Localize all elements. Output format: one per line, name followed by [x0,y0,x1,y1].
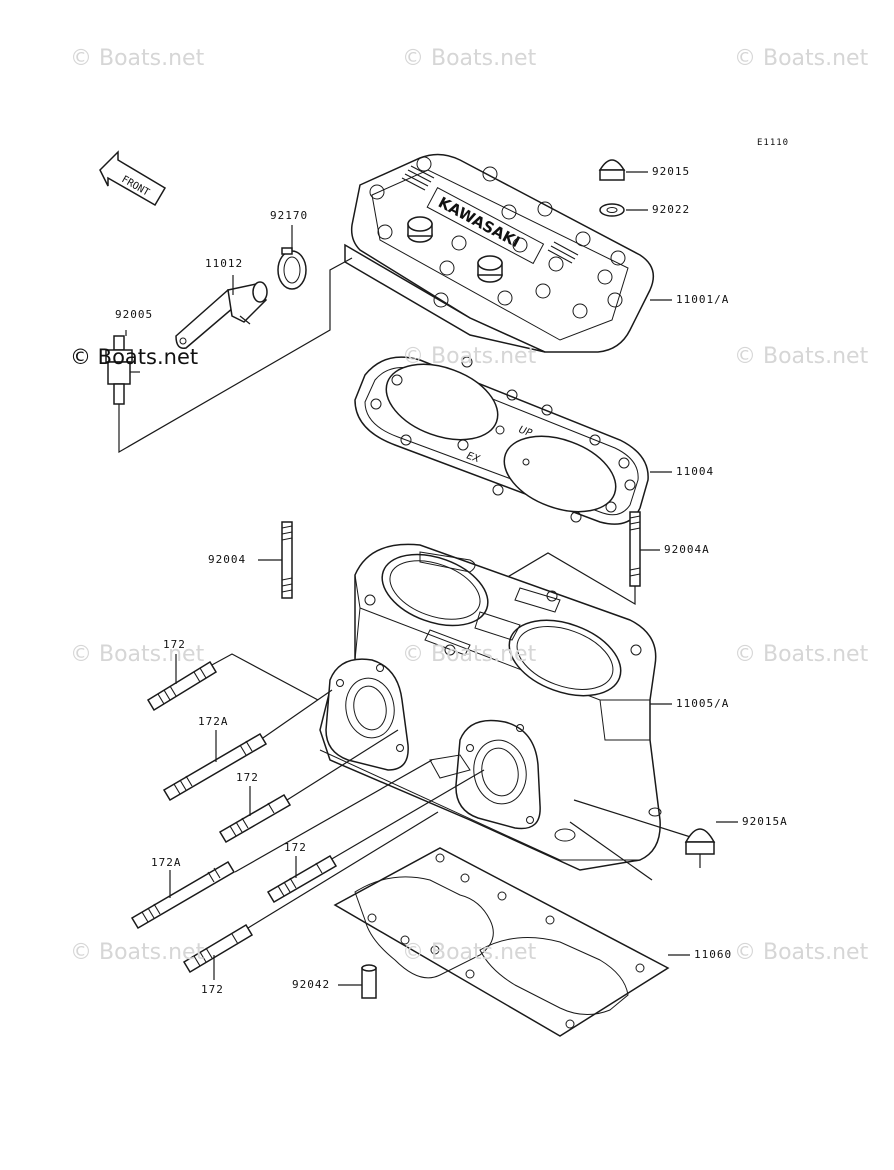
dowel-pin-92042 [338,964,377,999]
part-label-172A-2: 172A [151,856,182,869]
base-gasket-11060 [333,847,690,1037]
cylinder-block-11005A [319,543,662,871]
stud-172-4 [182,923,254,980]
part-label-172A-1: 172A [198,715,229,728]
part-label-11012: 11012 [205,257,244,270]
cylinder-head-cover: KAWASAKI [344,153,655,353]
clamp-92170 [277,225,307,290]
part-label-172-2: 172 [236,771,259,784]
cap-nut-92015A [684,821,738,855]
stud-92004 [258,521,293,599]
part-label-92042: 92042 [292,978,331,991]
watermark: © Boats.net [402,940,537,965]
part-label-92022: 92022 [652,203,691,216]
stud-172A-1 [162,730,268,802]
stud-172-3 [266,854,338,904]
watermark: © Boats.net [734,642,869,667]
watermark: © Boats.net [402,642,537,667]
watermark: © Boats.net [70,46,205,71]
part-label-92015: 92015 [652,165,691,178]
watermark: © Boats.net [70,940,205,965]
watermark: © Boats.net [734,344,869,369]
head-gasket-11004: UP EX [354,356,649,525]
fitting-11012 [175,275,268,349]
front-arrow-icon: FRONT [99,150,167,207]
diagram-id: E1110 [757,138,790,148]
washer-92022 [599,203,648,217]
part-label-172-3: 172 [284,841,307,854]
watermark: © Boats.net [402,46,537,71]
part-label-92004A: 92004A [664,543,710,556]
part-label-11004: 11004 [676,465,715,478]
part-label-172-1: 172 [163,638,186,651]
part-label-11060: 11060 [694,948,733,961]
part-label-92005: 92005 [115,308,154,321]
stud-172-1 [146,654,218,712]
cap-nut-92015 [598,159,648,181]
stud-172A-2 [130,860,236,930]
part-label-92015A: 92015A [742,815,788,828]
gasket-up-text: UP [517,424,534,439]
part-label-92170: 92170 [270,209,309,222]
part-label-11001A: 11001/A [676,293,730,306]
watermark: © Boats.net [402,344,537,369]
watermark: © Boats.net [734,46,869,71]
part-label-92004: 92004 [208,553,247,566]
part-label-11005A: 11005/A [676,697,730,710]
watermark: © Boats.net [70,642,205,667]
gasket-ex-text: EX [465,450,482,465]
watermark: © Boats.net [70,345,199,369]
stud-172-2 [218,786,292,844]
watermark: © Boats.net [734,940,869,965]
part-label-172-4: 172 [201,983,224,996]
